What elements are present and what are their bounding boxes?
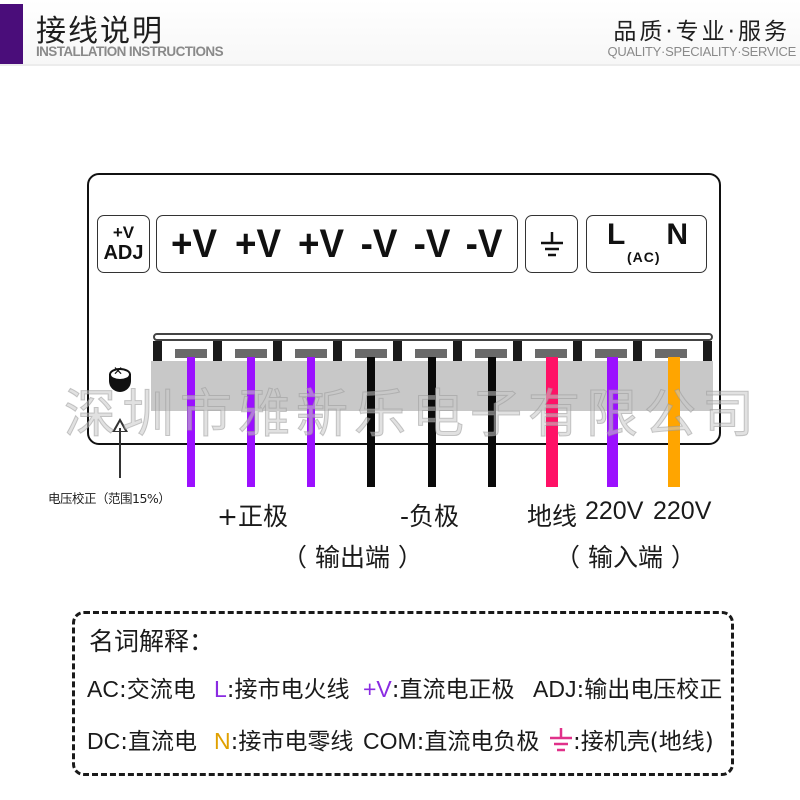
header-accent-bar	[0, 4, 23, 64]
glossary-item-n: N:接市电零线	[214, 722, 353, 756]
glossary-key: DC	[87, 728, 121, 754]
terminal-screw	[595, 349, 627, 358]
glossary-text: :接市电火线	[226, 677, 350, 703]
earth-ground-icon	[540, 232, 563, 257]
adj-label-box: +V ADJ	[97, 215, 150, 273]
adjust-potentiometer-icon: ✕	[109, 364, 131, 392]
glossary-key: AC	[87, 676, 119, 702]
wire-positive-3	[307, 357, 315, 487]
glossary-title: 名词解释：	[89, 627, 215, 656]
wire-positive-2	[247, 357, 255, 487]
glossary-key: N	[214, 728, 231, 754]
glossary-box: 名词解释： AC:交流电 L:接市电火线 +V:直流电正极 ADJ:输出电压校正…	[72, 611, 734, 776]
positive-caption: +正极	[217, 502, 288, 531]
terminal-label: -V	[360, 221, 397, 266]
terminal-screw	[355, 349, 387, 358]
glossary-text: :交流电	[118, 677, 196, 703]
glossary-text: :接机壳(地线)	[573, 729, 714, 755]
terminal-divider	[153, 341, 162, 361]
wire-negative-3	[488, 357, 496, 487]
terminal-label: -V	[413, 221, 450, 266]
arrow-up-icon	[112, 418, 128, 432]
glossary-item-com: COM:直流电负极	[363, 722, 539, 756]
ground-caption: 地线	[527, 502, 578, 531]
terminal-divider	[213, 341, 222, 361]
glossary-text: :直流电	[120, 729, 197, 755]
glossary-item-ac: AC:交流电	[87, 670, 196, 704]
terminal-divider	[573, 341, 582, 361]
ac-sub-label: (AC)	[627, 249, 661, 265]
terminal-divider	[703, 341, 712, 361]
page-subtitle: INSTALLATION INSTRUCTIONS	[36, 44, 224, 59]
wire-neutral	[668, 357, 680, 487]
terminal-label: +V	[171, 221, 218, 266]
terminal-screw	[475, 349, 507, 358]
power-supply-panel: +V ADJ +V +V +V -V -V -V L N (AC)	[87, 173, 721, 445]
input-group-caption: （ 输入端 ）	[555, 543, 696, 572]
output-group-caption: （ 输出端 ）	[282, 543, 423, 572]
terminal-divider	[273, 341, 282, 361]
wire-live	[607, 357, 618, 487]
terminal-rail	[153, 333, 713, 341]
glossary-key: +V	[363, 676, 392, 702]
glossary-key: ADJ	[533, 676, 577, 702]
wire-negative-2	[428, 357, 436, 487]
wire-positive-1	[187, 357, 195, 487]
slogan-english: QUALITY·SPECIALITY·SERVICE	[607, 44, 797, 59]
terminal-divider	[333, 341, 342, 361]
ac-live-label: L	[607, 218, 626, 251]
ground-label-box	[525, 215, 578, 273]
terminal-screw	[235, 349, 267, 358]
terminal-screw	[535, 349, 567, 358]
terminal-screw	[175, 349, 207, 358]
adjust-caption: 电压校正（范围15%）	[48, 491, 171, 506]
terminal-divider	[633, 341, 642, 361]
glossary-item-plus-v: +V:直流电正极	[363, 670, 515, 704]
live-voltage-caption: 220V	[585, 497, 644, 525]
terminal-label: +V	[234, 221, 281, 266]
glossary-key: COM	[363, 728, 417, 754]
terminal-screw	[655, 349, 687, 358]
terminal-screw	[295, 349, 327, 358]
adj-label-top: +V	[112, 222, 135, 242]
glossary-item-adj: ADJ:输出电压校正	[533, 670, 722, 704]
glossary-key: L	[214, 676, 227, 702]
earth-ground-icon	[550, 728, 572, 752]
negative-caption: -负极	[400, 502, 460, 531]
glossary-item-dc: DC:直流电	[87, 722, 197, 756]
terminal-label: -V	[466, 221, 503, 266]
ac-input-label-box: L N (AC)	[586, 215, 707, 273]
terminal-label: +V	[297, 221, 344, 266]
wire-negative-1	[367, 357, 375, 487]
glossary-text: :输出电压校正	[576, 677, 723, 703]
output-terminal-labels: +V +V +V -V -V -V	[156, 215, 518, 273]
neutral-voltage-caption: 220V	[653, 497, 712, 525]
wire-ground	[546, 357, 558, 487]
glossary-text: :直流电负极	[416, 729, 540, 755]
page-title: 接线说明	[36, 14, 164, 49]
terminal-divider	[393, 341, 402, 361]
glossary-text: :直流电正极	[391, 677, 515, 703]
arrow-shaft	[119, 428, 121, 478]
terminal-divider	[513, 341, 522, 361]
ac-neutral-label: N	[666, 218, 688, 251]
adj-label-bottom: ADJ	[103, 241, 144, 264]
slogan: 品质·专业·服务	[613, 19, 790, 45]
terminal-divider	[453, 341, 462, 361]
page-header: 接线说明 INSTALLATION INSTRUCTIONS 品质·专业·服务 …	[0, 0, 800, 66]
glossary-item-ground: :接机壳(地线)	[549, 722, 714, 756]
glossary-item-l: L:接市电火线	[214, 670, 350, 704]
terminal-screw	[415, 349, 447, 358]
glossary-text: :接市电零线	[230, 729, 354, 755]
